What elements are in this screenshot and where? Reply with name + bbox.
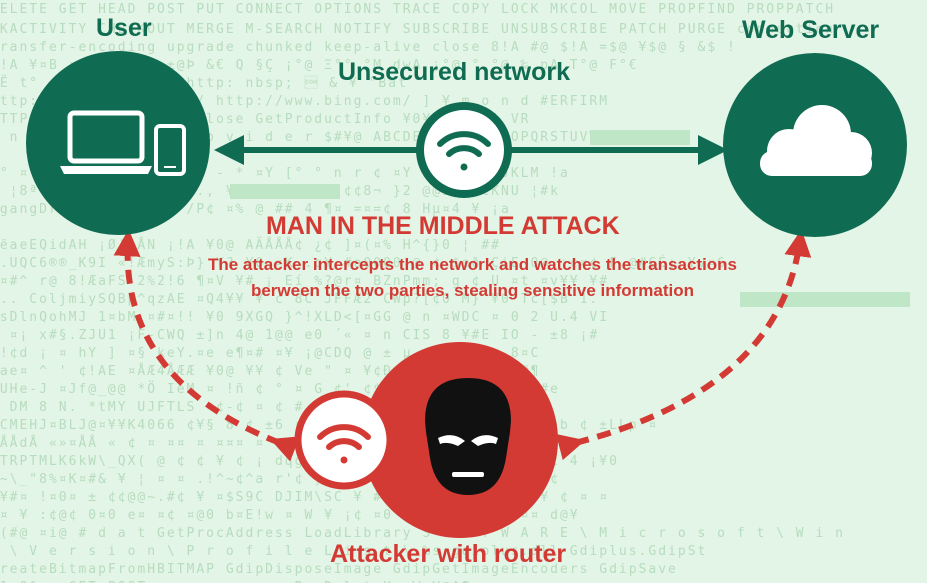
phone-icon bbox=[154, 124, 186, 176]
wifi-icon bbox=[317, 424, 371, 464]
web-server-node bbox=[723, 53, 907, 237]
network-node bbox=[416, 102, 512, 198]
network-label: Unsecured network bbox=[338, 58, 571, 86]
wifi-icon bbox=[437, 131, 491, 171]
web-server-label: Web Server bbox=[742, 16, 880, 44]
user-label: User bbox=[96, 14, 152, 42]
attack-arrow-server bbox=[555, 229, 812, 461]
laptop-icon bbox=[60, 110, 152, 174]
user-node bbox=[26, 51, 210, 235]
attack-title: MAN IN THE MIDDLE ATTACK bbox=[266, 212, 620, 240]
attack-description: The attacker intercepts the network and … bbox=[207, 255, 738, 300]
attack-arrow-user bbox=[113, 229, 301, 462]
attacker-label: Attacker with router bbox=[330, 540, 567, 568]
hacker-mask-icon bbox=[425, 378, 511, 495]
attacker-node bbox=[294, 342, 558, 538]
cloud-icon bbox=[760, 105, 872, 176]
